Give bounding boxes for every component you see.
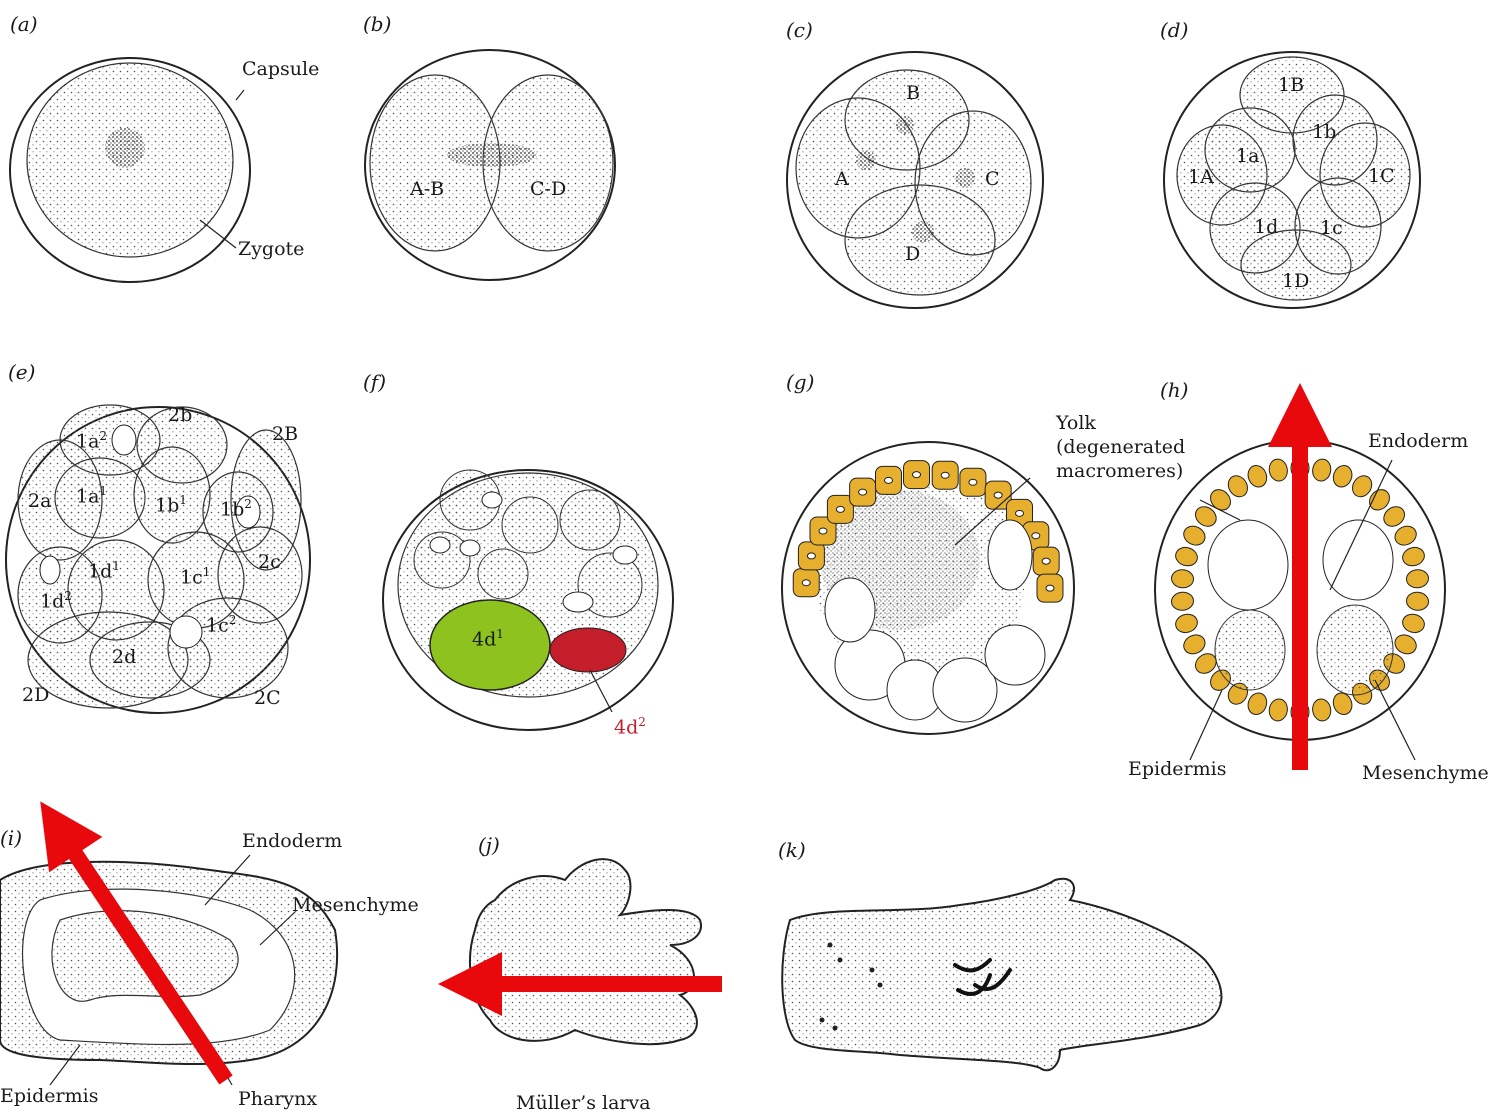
panel-label-e: (e) (8, 362, 35, 382)
cell-2a: 2a (28, 492, 51, 511)
cell-1d2: 1d2 (40, 590, 72, 611)
label-capsule: Capsule (242, 60, 319, 79)
cell-1D: 1D (1282, 272, 1309, 291)
cell-1a1: 1a1 (76, 485, 107, 506)
cell-1A: 1A (1188, 168, 1214, 187)
panel-f-4d-stage (383, 470, 673, 730)
cell-1a: 1a (1236, 147, 1259, 166)
cell-ab: A-B (410, 180, 444, 199)
cell-1C: 1C (1368, 167, 1395, 186)
panel-j-muller-larva (470, 859, 701, 1044)
cell-2C: 2C (254, 689, 281, 708)
cell-1c1: 1c1 (180, 566, 210, 587)
cell-d: D (905, 245, 920, 264)
panel-label-c: (c) (786, 20, 813, 40)
label-mesenchyme-i: Mesenchyme (292, 896, 419, 915)
panel-label-j: (j) (478, 835, 500, 855)
cell-c: C (985, 170, 1000, 189)
label-pharynx: Pharynx (238, 1090, 317, 1109)
cell-1B: 1B (1278, 76, 1304, 95)
cell-a: A (835, 170, 849, 189)
cell-1d: 1d (1254, 218, 1278, 237)
cell-2c: 2c (258, 553, 281, 572)
label-epidermis-i: Epidermis (0, 1087, 98, 1106)
cell-4d2 (550, 628, 626, 672)
cell-1b: 1b (1312, 123, 1336, 142)
panel-b-two-cell (365, 50, 615, 280)
cell-4d1-label: 4d1 (472, 628, 504, 649)
panel-label-k: (k) (778, 840, 806, 860)
cell-1b2: 1b2 (220, 498, 252, 519)
cell-1d1: 1d1 (88, 560, 120, 581)
cell-b: B (906, 84, 920, 103)
label-zygote: Zygote (238, 240, 304, 259)
label-epidermis-h: Epidermis (1128, 760, 1226, 779)
panel-a-zygote (10, 58, 250, 282)
cell-2b: 2b (168, 406, 192, 425)
panel-label-b: (b) (363, 14, 391, 34)
cell-2D: 2D (22, 686, 49, 705)
panel-label-h: (h) (1160, 380, 1189, 400)
panel-label-d: (d) (1160, 20, 1188, 40)
cell-2B: 2B (272, 425, 298, 444)
cell-4d2-label: 4d2 (614, 716, 646, 737)
label-endoderm-h: Endoderm (1368, 432, 1468, 451)
panel-label-a: (a) (10, 14, 38, 34)
label-yolk: Yolk (degenerated macromeres) (1056, 412, 1185, 483)
panel-k-larva (782, 879, 1221, 1071)
panel-i-section (0, 855, 337, 1085)
cell-1b1: 1b1 (155, 494, 187, 515)
cell-1a2: 1a2 (76, 430, 107, 451)
panel-label-g: (g) (786, 372, 814, 392)
cell-1c2: 1c2 (206, 614, 236, 635)
panel-label-i: (i) (0, 828, 22, 848)
label-muller-larva: Müller’s larva (516, 1094, 651, 1113)
cell-cd: C-D (530, 180, 566, 199)
panel-g-embryo (782, 442, 1074, 734)
panel-label-f: (f) (363, 372, 386, 392)
label-mesenchyme-h: Mesenchyme (1362, 764, 1489, 783)
cell-2d: 2d (112, 648, 136, 667)
cell-1c: 1c (1320, 219, 1343, 238)
label-endoderm-i: Endoderm (242, 832, 342, 851)
